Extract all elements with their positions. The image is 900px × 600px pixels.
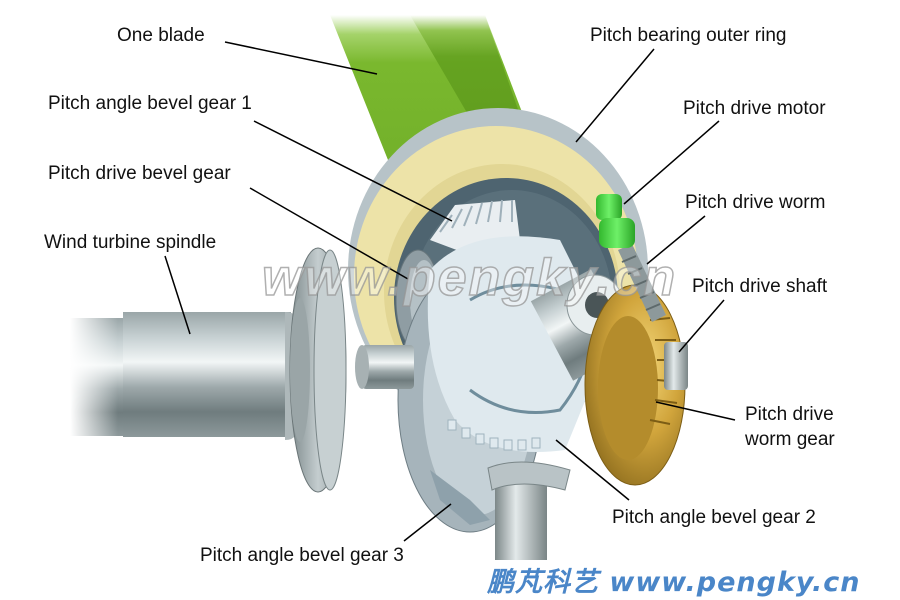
label-pitch-drive-worm-gear-line1: Pitch drive	[745, 404, 834, 425]
label-pitch-drive-worm-gear-line2: worm gear	[745, 429, 835, 450]
leader-pitch-angle-bevel-gear-1	[253, 120, 453, 222]
wind-turbine-spindle	[70, 247, 347, 493]
leader-pitch-drive-bevel-gear	[249, 187, 409, 280]
lower-shaft	[487, 461, 571, 560]
pitch-drive-shaft	[664, 342, 688, 390]
label-pitch-drive-bevel-gear: Pitch drive bevel gear	[48, 163, 231, 184]
watermark-bottom: 鹏芃科艺 www.pengky.cn	[487, 567, 861, 598]
label-pitch-drive-worm: Pitch drive worm	[685, 192, 826, 213]
label-pitch-bearing-outer-ring: Pitch bearing outer ring	[590, 25, 787, 46]
watermark-center: www.pengky.cn	[261, 248, 678, 308]
label-wind-turbine-spindle: Wind turbine spindle	[44, 232, 217, 253]
leader-pitch-angle-bevel-gear-2	[555, 439, 630, 501]
label-one-blade: One blade	[117, 25, 205, 46]
label-pitch-angle-bevel-gear-3: Pitch angle bevel gear 3	[200, 545, 404, 566]
leader-wind-turbine-spindle	[164, 255, 191, 335]
label-pitch-angle-bevel-gear-2: Pitch angle bevel gear 2	[612, 507, 816, 528]
label-pitch-angle-bevel-gear-1: Pitch angle bevel gear 1	[48, 93, 252, 114]
pitch-drive-worm	[618, 244, 666, 322]
leader-pitch-drive-shaft	[678, 299, 725, 353]
leader-pitch-drive-worm-gear	[655, 401, 736, 421]
pitch-drive-shaft-stub	[355, 345, 414, 389]
leader-pitch-bearing-outer-ring	[575, 48, 655, 143]
leader-lines	[164, 41, 736, 542]
leader-pitch-drive-motor	[623, 120, 720, 205]
leader-one-blade	[224, 41, 378, 75]
leader-pitch-angle-bevel-gear-3	[403, 503, 452, 542]
label-pitch-drive-worm-gear: Pitch drive worm gear	[745, 402, 835, 452]
label-pitch-drive-shaft: Pitch drive shaft	[692, 276, 828, 297]
label-pitch-drive-motor: Pitch drive motor	[683, 98, 826, 119]
leader-pitch-drive-worm	[646, 215, 706, 265]
pitch-drive-motor	[596, 194, 635, 248]
